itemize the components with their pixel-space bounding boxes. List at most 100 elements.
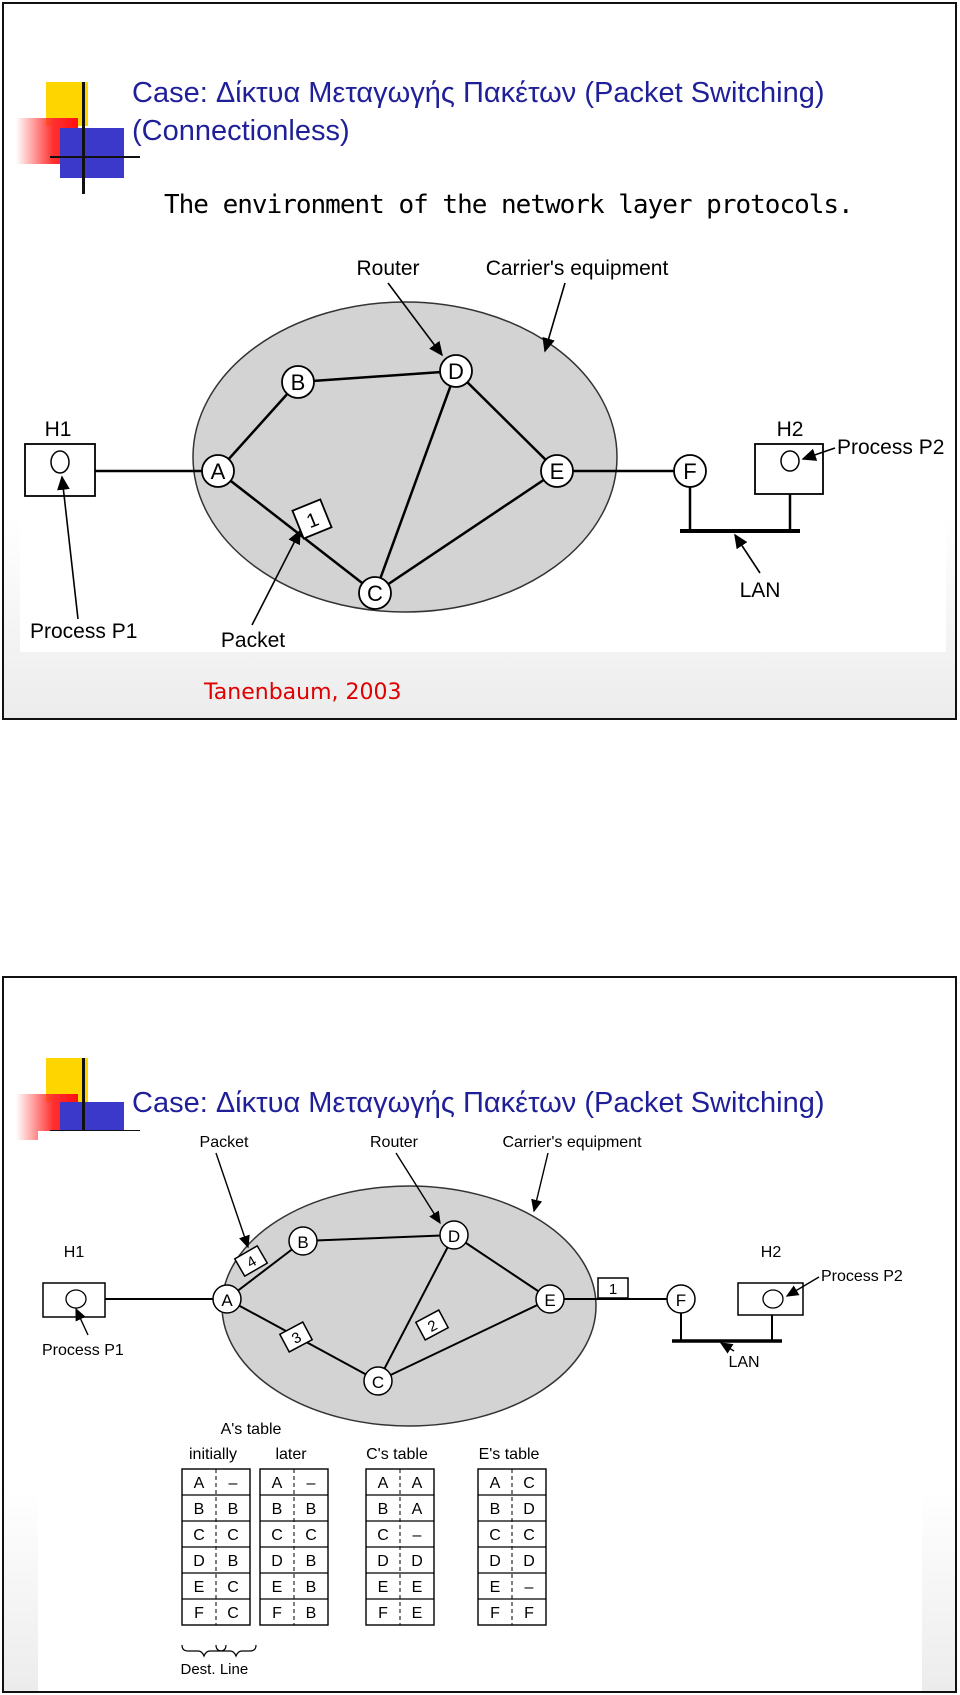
- a-table-later-line-cell: B: [306, 1579, 317, 1596]
- c-table-dest-cell: A: [378, 1475, 389, 1492]
- a-table-initially-dest-cell: B: [194, 1501, 205, 1518]
- node-b: B: [288, 1226, 318, 1256]
- a-table-title: A's table: [221, 1421, 282, 1438]
- a-table-later-dest-cell: E: [272, 1579, 283, 1596]
- e-table-title: E's table: [479, 1446, 540, 1463]
- a-table-initially-line-cell: –: [229, 1475, 238, 1492]
- process-p1-circle: [50, 450, 70, 474]
- network-diagram-1-svg: A B D E C F 1 Router Carrier's equipment…: [24, 257, 944, 652]
- slide-title: Case: Δίκτυα Μεταγωγής Πακέτων (Packet S…: [132, 1087, 825, 1119]
- node-a-label: A: [221, 1291, 233, 1310]
- node-a: A: [201, 454, 235, 488]
- packet-3: 3: [278, 1321, 314, 1353]
- label-h2: H2: [761, 1244, 782, 1261]
- node-c: C: [358, 576, 392, 610]
- network-diagram-2-svg: A B D E C F 4 3 2: [42, 1134, 903, 1678]
- line-label: Line: [220, 1661, 248, 1678]
- e-table-dest-cell: E: [490, 1579, 501, 1596]
- node-b-label: B: [297, 1233, 308, 1252]
- c-table-line-cell: A: [412, 1475, 423, 1492]
- e-table-dest-cell: B: [490, 1501, 501, 1518]
- line-brace: [215, 1644, 257, 1658]
- a-table-later-label: later: [275, 1446, 307, 1463]
- decor-horizontal-line: [50, 156, 140, 158]
- decor-vertical-line: [82, 82, 85, 194]
- label-h1: H1: [64, 1244, 85, 1261]
- c-table-dest-cell: B: [378, 1501, 389, 1518]
- c-table-dest-cell: E: [378, 1579, 389, 1596]
- c-table-line-cell: –: [413, 1527, 422, 1544]
- node-d: D: [439, 354, 473, 388]
- slide-2: Case: Δίκτυα Μεταγωγής Πακέτων (Packet S…: [2, 976, 957, 1693]
- label-h1: H1: [45, 418, 72, 441]
- network-diagram-1: A B D E C F 1 Router Carrier's equipment…: [20, 251, 946, 652]
- node-d: D: [439, 1220, 469, 1250]
- label-router: Router: [356, 257, 419, 280]
- slide-1: Case: Δίκτυα Μεταγωγής Πακέτων (Packet S…: [2, 2, 957, 720]
- e-table-line-cell: C: [523, 1527, 535, 1544]
- arrow-packet: [215, 1152, 250, 1249]
- node-a: A: [212, 1284, 242, 1314]
- a-table-initially-line-cell: C: [227, 1527, 239, 1544]
- node-b-label: B: [291, 370, 306, 395]
- a-table-later-line-cell: B: [306, 1605, 317, 1622]
- link-c-e: [377, 1298, 551, 1382]
- arrow-router: [387, 282, 443, 357]
- arrow-process-p2: [785, 1276, 820, 1297]
- c-table-line-cell: E: [412, 1579, 423, 1596]
- slide-subtitle: The environment of the network layer pro…: [164, 190, 854, 220]
- arrow-carrier: [542, 282, 566, 353]
- e-table-line-cell: F: [524, 1605, 534, 1622]
- c-table-line-cell: E: [412, 1605, 423, 1622]
- e-table-dest-cell: C: [489, 1527, 501, 1544]
- label-process-p1: Process P1: [42, 1342, 124, 1359]
- a-table-initially-line-cell: C: [227, 1605, 239, 1622]
- c-table-dest-cell: F: [378, 1605, 388, 1622]
- node-c: C: [363, 1366, 393, 1396]
- node-a-label: A: [211, 459, 226, 484]
- label-h2: H2: [777, 418, 804, 441]
- node-f: F: [673, 454, 707, 488]
- node-e: E: [535, 1284, 565, 1314]
- a-table-later-line-cell: B: [306, 1501, 317, 1518]
- link-a-b: [226, 1240, 304, 1300]
- a-table-later-dest-cell: C: [271, 1527, 283, 1544]
- dest-label: Dest.: [180, 1661, 215, 1678]
- slide-title-line-1: Case: Δίκτυα Μεταγωγής Πακέτων (Packet S…: [132, 77, 825, 109]
- node-e: E: [540, 454, 574, 488]
- e-table-dest-cell: A: [490, 1475, 501, 1492]
- node-b: B: [281, 365, 315, 399]
- e-table-dest-cell: F: [490, 1605, 500, 1622]
- process-p1-circle: [65, 1289, 87, 1309]
- a-table-later-line-cell: B: [306, 1553, 317, 1570]
- a-table-later-dest-cell: F: [272, 1605, 282, 1622]
- a-table-initially-dest-cell: C: [193, 1527, 205, 1544]
- arrow-packet: [251, 529, 301, 626]
- a-table-initially-line-cell: B: [228, 1501, 239, 1518]
- label-router: Router: [370, 1134, 419, 1151]
- a-table-later-line-cell: C: [305, 1527, 317, 1544]
- arrow-router: [395, 1152, 441, 1225]
- node-c-label: C: [372, 1373, 384, 1392]
- node-f: F: [666, 1284, 696, 1314]
- c-table-dest-cell: C: [377, 1527, 389, 1544]
- c-table-line-cell: A: [412, 1501, 423, 1518]
- citation: Tanenbaum, 2003: [204, 680, 402, 705]
- e-table-line-cell: –: [525, 1579, 534, 1596]
- label-lan: LAN: [740, 579, 781, 602]
- node-f-label: F: [683, 459, 696, 484]
- link-d-c: [377, 1234, 455, 1382]
- label-packet: Packet: [221, 629, 285, 652]
- label-process-p2: Process P2: [837, 436, 944, 459]
- a-table-initially-dest-cell: D: [193, 1553, 205, 1570]
- a-table-initially-line-cell: B: [228, 1553, 239, 1570]
- link-a-b: [217, 381, 299, 472]
- label-packet: Packet: [200, 1134, 249, 1151]
- arrow-process-p2: [801, 447, 836, 461]
- c-table-dest-cell: D: [377, 1553, 389, 1570]
